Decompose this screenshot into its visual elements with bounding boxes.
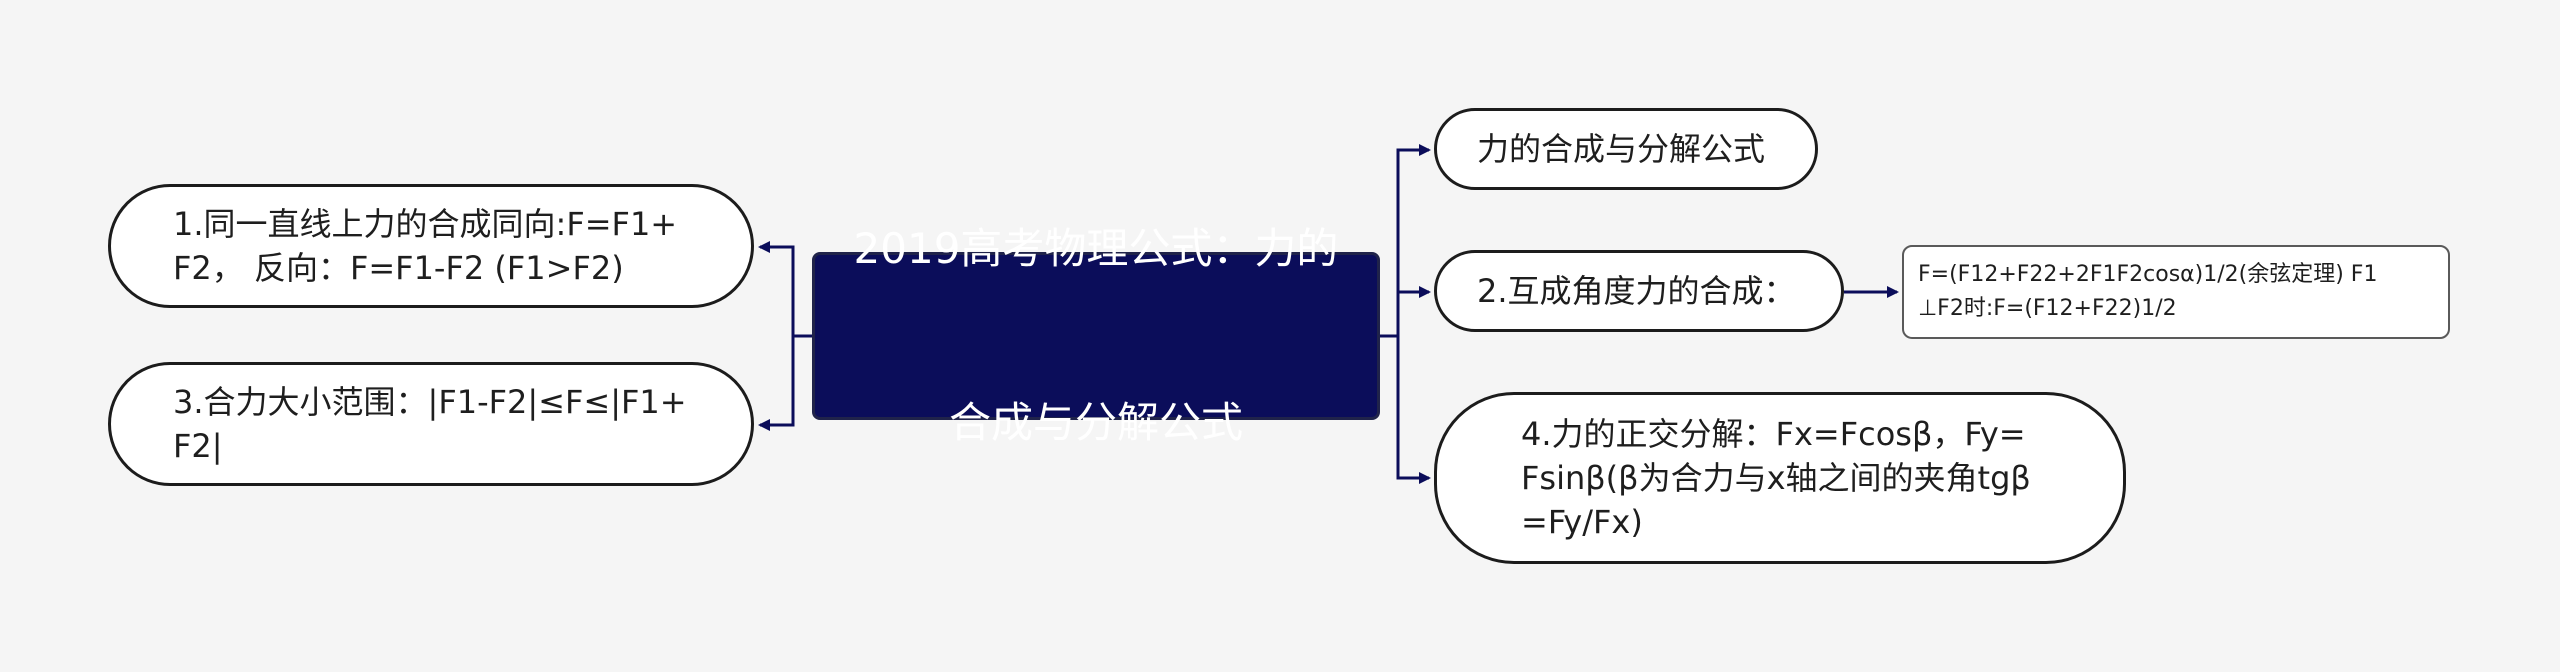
- topic-resultant-range[interactable]: 3.合力大小范围：|F1-F2|≤F≤|F1+ F2|: [108, 362, 754, 486]
- subtopic-label: F=(F12+F22+2F1F2cosα)1/2(余弦定理) F1 ⊥F2时:F…: [1918, 262, 2378, 321]
- connector-root-to-right-2: [1380, 286, 1431, 338]
- topic-angled-composition[interactable]: 2.互成角度力的合成：: [1434, 250, 1844, 332]
- topic-label: 1.同一直线上力的合成同向:F=F1+ F2， 反向：F=F1-F2 (F1>F…: [173, 205, 678, 287]
- central-topic-line-1: 2019高考物理公式：力的: [853, 224, 1339, 273]
- topic-same-line-composition[interactable]: 1.同一直线上力的合成同向:F=F1+ F2， 反向：F=F1-F2 (F1>F…: [108, 184, 754, 308]
- central-topic-text: 2019高考物理公式：力的 合成与分解公式: [854, 104, 1339, 568]
- topic-label: 4.力的正交分解：Fx=Fcosβ，Fy= Fsinβ(β为合力与x轴之间的夹角…: [1521, 415, 2031, 541]
- topic-label: 力的合成与分解公式: [1477, 130, 1766, 168]
- central-topic[interactable]: 2019高考物理公式：力的 合成与分解公式: [812, 224, 1380, 447]
- subtopic-cosine-law-formula[interactable]: F=(F12+F22+2F1F2cosα)1/2(余弦定理) F1 ⊥F2时:F…: [1902, 245, 2450, 339]
- connector-root-to-left-1: [758, 241, 812, 338]
- connector-root-to-right-1: [1380, 144, 1431, 338]
- topic-composition-decomposition[interactable]: 力的合成与分解公式: [1434, 108, 1818, 190]
- topic-orthogonal-decomposition[interactable]: 4.力的正交分解：Fx=Fcosβ，Fy= Fsinβ(β为合力与x轴之间的夹角…: [1434, 392, 2126, 564]
- topic-label: 2.互成角度力的合成：: [1477, 272, 1796, 310]
- connector-root-to-left-3: [758, 334, 812, 431]
- central-topic-line-2: 合成与分解公式: [948, 398, 1243, 447]
- topic-label: 3.合力大小范围：|F1-F2|≤F≤|F1+ F2|: [173, 383, 687, 465]
- connector-root-to-right-4: [1380, 334, 1431, 484]
